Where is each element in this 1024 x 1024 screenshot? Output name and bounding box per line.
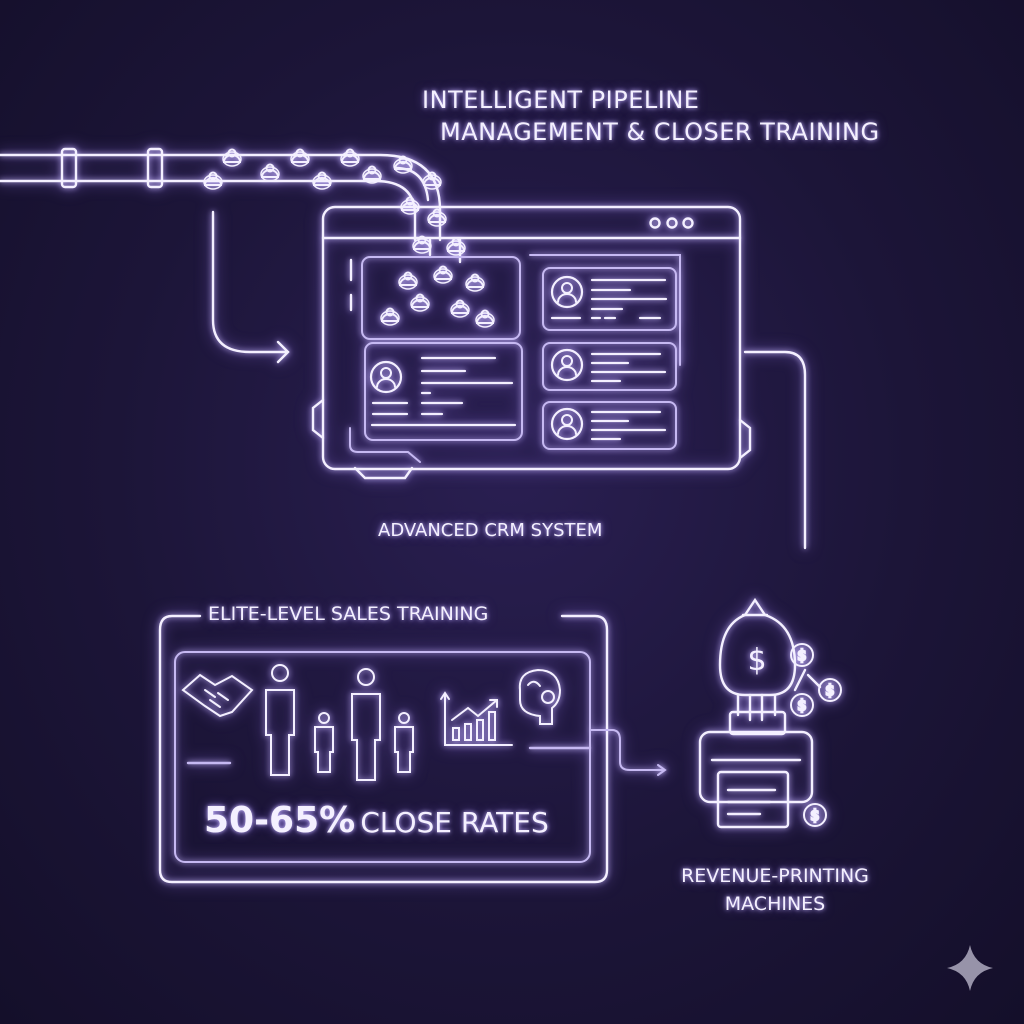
brain-gear-icon [518, 668, 562, 725]
handshake-icon [181, 673, 254, 718]
coin-icon [817, 677, 843, 703]
window-dot-icon [666, 217, 678, 229]
coin-icon [802, 802, 828, 828]
input-arrow [211, 210, 290, 364]
title-line-2: MANAGEMENT & CLOSER TRAINING [440, 118, 880, 146]
svg-text:$: $ [747, 643, 766, 678]
money-printer-icon: $ [698, 597, 822, 829]
person-icon [265, 664, 414, 781]
growth-chart-icon [440, 691, 513, 746]
output-label: REVENUE-PRINTING MACHINES [660, 862, 890, 918]
connector-line [743, 350, 807, 550]
contact-avatar-icon [550, 407, 584, 441]
title-line-1: INTELLIGENT PIPELINE [422, 86, 700, 114]
training-box [158, 614, 609, 884]
output-label-line-2: MACHINES [724, 893, 826, 915]
close-rate-label: CLOSE RATES [360, 806, 549, 839]
contact-avatar-icon [550, 348, 584, 382]
crm-window [311, 205, 752, 480]
crm-label: ADVANCED CRM SYSTEM [378, 520, 603, 541]
close-rate-value: 50-65% [204, 800, 356, 841]
output-arrow [589, 729, 667, 776]
coin-icon [789, 692, 815, 718]
contact-avatar-icon [369, 360, 403, 394]
contact-avatar-icon [550, 275, 584, 309]
sparkle-icon [947, 945, 993, 991]
close-rate: 50-65% CLOSE RATES [204, 800, 549, 841]
output-label-line-1: REVENUE-PRINTING [681, 865, 869, 887]
window-dot-icon [682, 217, 694, 229]
window-dot-icon [649, 217, 661, 229]
training-label: ELITE-LEVEL SALES TRAINING [208, 603, 489, 625]
